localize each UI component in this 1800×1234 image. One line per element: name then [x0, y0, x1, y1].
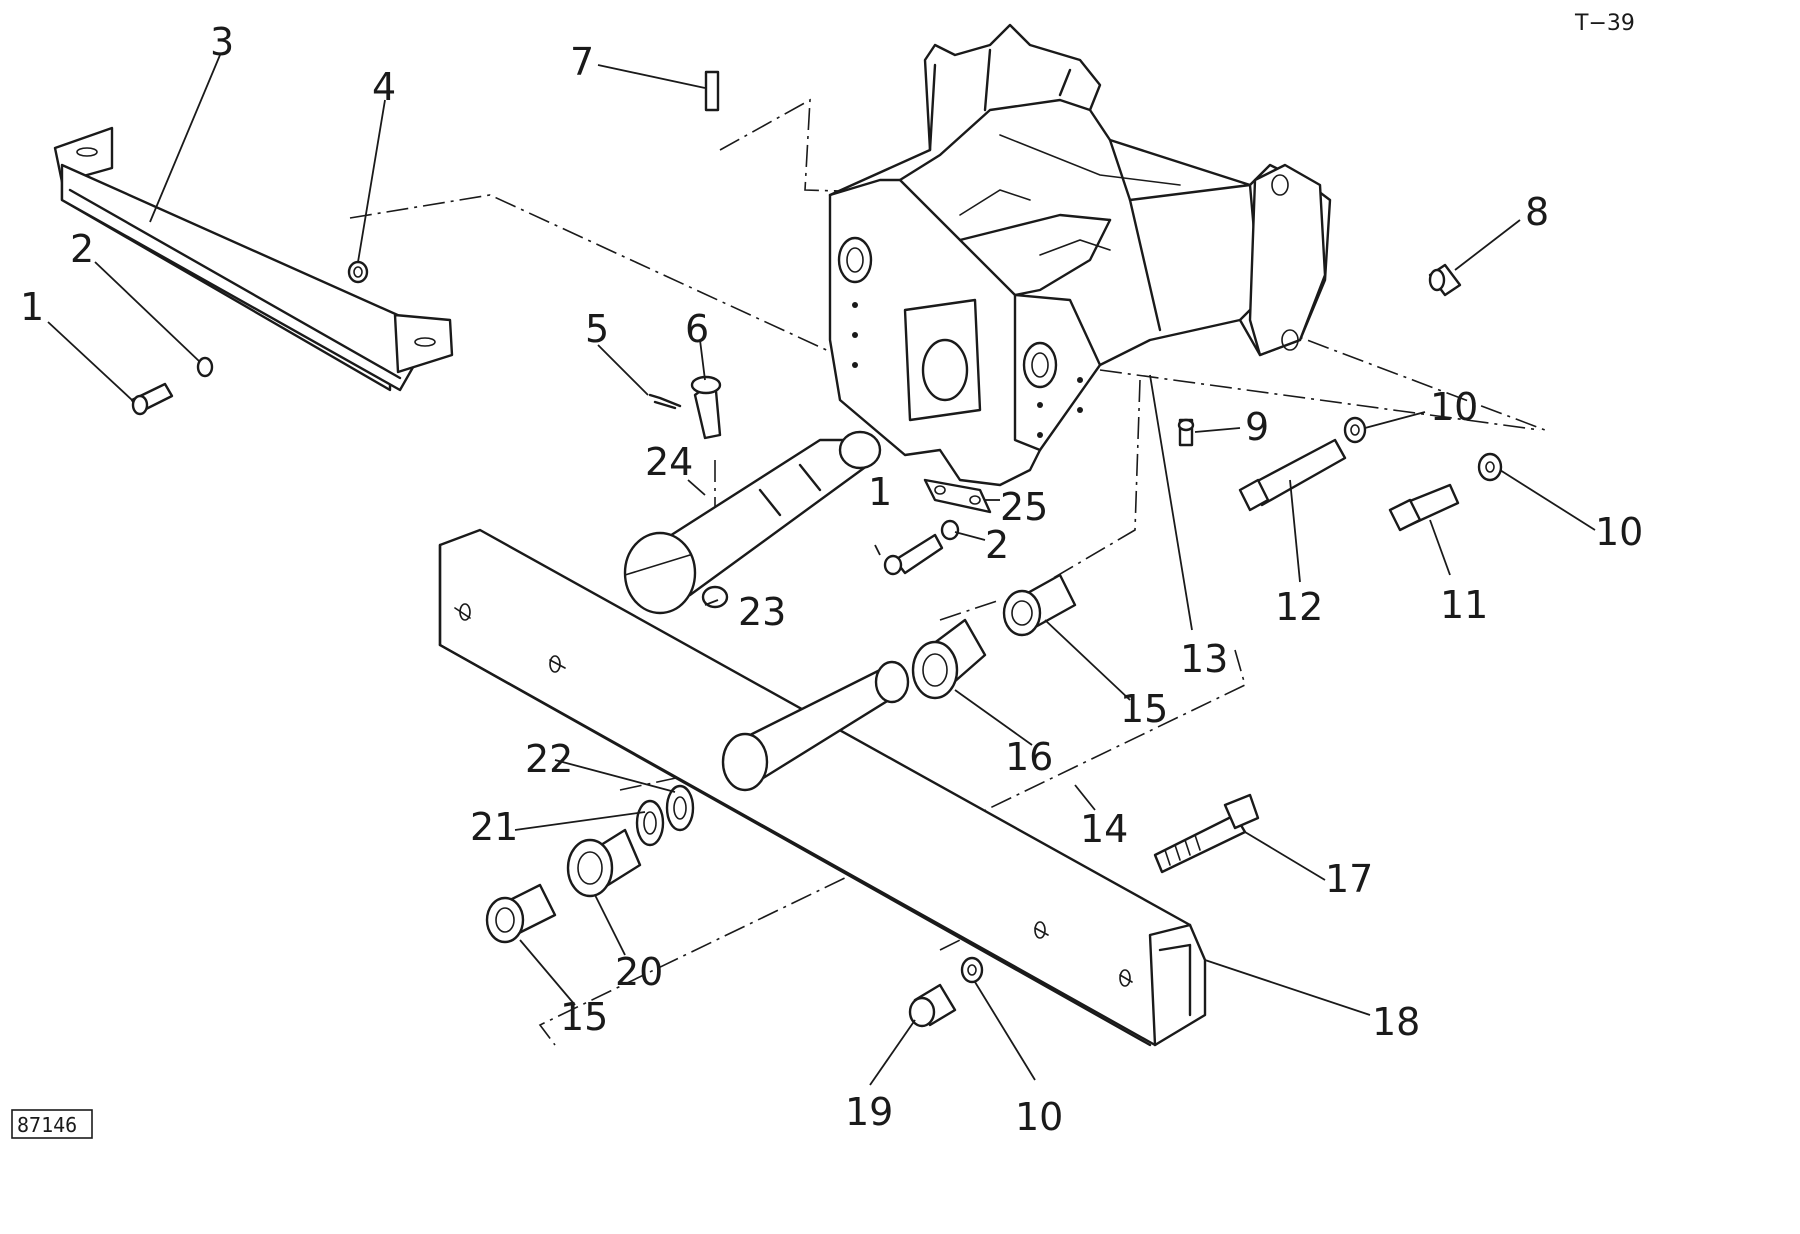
bushing-16	[911, 618, 987, 700]
pin-7	[704, 70, 720, 112]
callout-21: 21	[470, 805, 518, 849]
washer-10-upper	[1343, 416, 1367, 444]
callout-10-bottom: 10	[1015, 1095, 1063, 1139]
callout-13: 13	[1180, 637, 1228, 681]
callout-14: 14	[1080, 807, 1128, 851]
callout-1: 1	[20, 285, 44, 329]
callout-22: 22	[525, 737, 573, 781]
bolt-12	[1238, 438, 1347, 512]
callout-1-center: 1	[868, 470, 892, 514]
callout-10-right: 10	[1595, 510, 1643, 554]
pin-6	[690, 375, 722, 440]
callout-19: 19	[845, 1090, 893, 1134]
callout-4: 4	[372, 65, 396, 109]
axle-tube	[721, 660, 910, 792]
callout-23: 23	[738, 590, 786, 634]
callout-6: 6	[685, 307, 709, 351]
front-axle-beam	[438, 528, 1207, 1047]
washer-22	[665, 784, 695, 832]
front-cross-bar	[53, 126, 454, 392]
callout-25: 25	[1000, 485, 1048, 529]
cotter-pin-5	[648, 393, 682, 410]
washer-21	[635, 799, 665, 847]
washer-2-left	[196, 356, 214, 378]
washer-2-center	[940, 519, 960, 541]
sheet-code: T−39	[1574, 11, 1635, 36]
callout-7: 7	[570, 40, 594, 84]
callout-24: 24	[645, 440, 693, 484]
callout-labels: 1 2 3 4 5 6 7 8 9 10 10 11 12 13 1 2 25 …	[20, 20, 1643, 1139]
callout-17: 17	[1325, 857, 1373, 901]
callout-15-upper: 15	[1120, 687, 1168, 731]
bushing-20	[566, 828, 642, 898]
washer-4	[347, 260, 369, 284]
bushing-15-upper	[1002, 573, 1077, 637]
callout-18: 18	[1372, 1000, 1420, 1044]
bolt-1-center	[883, 533, 944, 576]
plug-8	[1428, 263, 1462, 297]
reference-box: 87146	[11, 1109, 93, 1139]
bolt-1-left	[130, 382, 174, 416]
leader-lines	[47, 54, 1596, 1086]
washer-10-bottom	[960, 956, 984, 984]
axle-support-housing	[828, 23, 1332, 487]
bolt-11	[1388, 483, 1460, 532]
bolt-17	[1153, 793, 1260, 874]
callout-20: 20	[615, 950, 663, 994]
reference-number: 87146	[17, 1113, 77, 1137]
callout-15-lower: 15	[560, 995, 608, 1039]
callout-9: 9	[1245, 405, 1269, 449]
bushing-15-lower	[485, 883, 557, 944]
callout-10-upper: 10	[1430, 385, 1478, 429]
callout-8: 8	[1525, 190, 1549, 234]
grease-nipple-9	[1177, 418, 1195, 447]
plug-19	[908, 983, 957, 1028]
washer-23	[701, 585, 729, 609]
callout-12: 12	[1275, 585, 1323, 629]
callout-3: 3	[210, 20, 234, 64]
callout-2: 2	[70, 227, 94, 271]
retaining-plate-25	[923, 478, 992, 514]
callout-5: 5	[585, 307, 609, 351]
callout-11: 11	[1440, 583, 1488, 627]
callout-16: 16	[1005, 735, 1053, 779]
callout-2-center: 2	[985, 523, 1009, 567]
washer-10-right	[1477, 452, 1503, 482]
pivot-pin-24	[623, 430, 882, 615]
